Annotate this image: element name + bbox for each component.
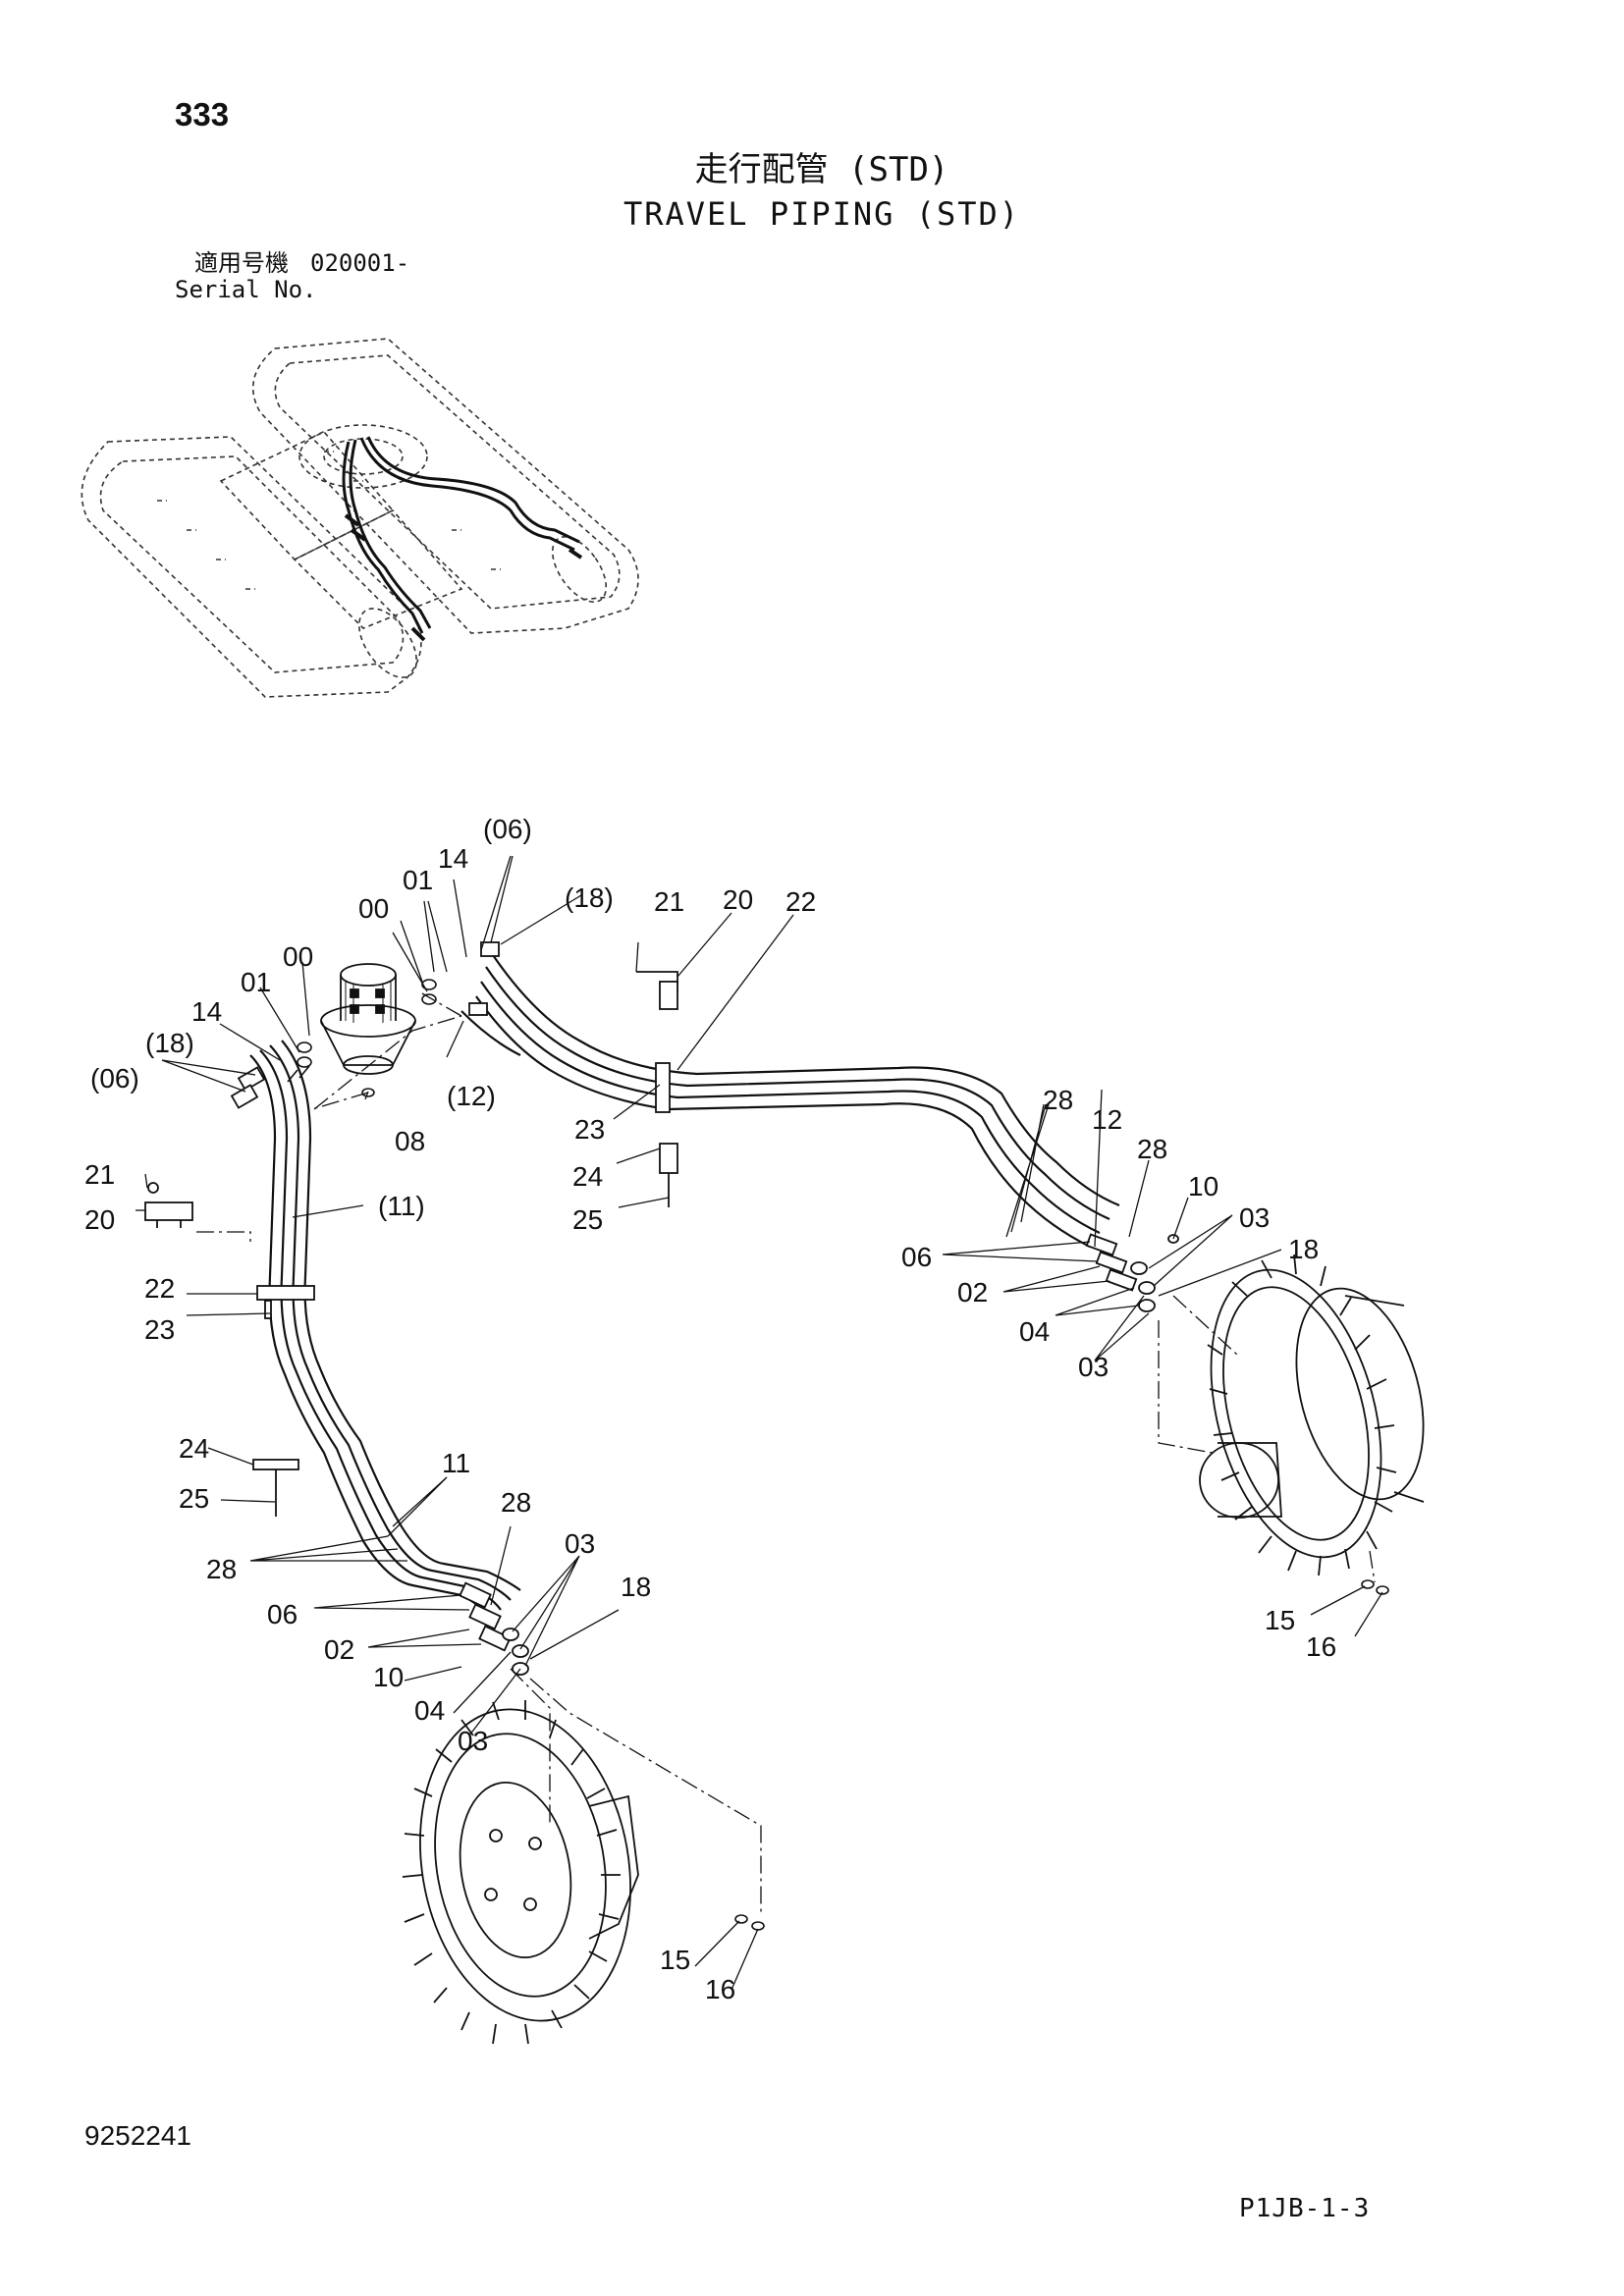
callout-label: 10 — [373, 1662, 404, 1692]
callout-label: 16 — [705, 1974, 735, 2004]
callout-label: 22 — [144, 1273, 175, 1304]
callout-label: 18 — [1288, 1234, 1319, 1264]
callout-label: 16 — [1306, 1631, 1336, 1662]
callout-label: 20 — [84, 1204, 115, 1235]
callout-label: 21 — [84, 1159, 115, 1190]
upper-hose-bundle — [460, 951, 1120, 1248]
joint-phantom-lines — [196, 992, 462, 1242]
callout-label: 03 — [1239, 1202, 1270, 1233]
center-joint-swivel-illustration — [320, 963, 416, 1075]
callout-label: 04 — [1019, 1316, 1050, 1347]
callout-label: 00 — [283, 941, 313, 972]
callout-label: 15 — [660, 1945, 690, 1975]
callout-label: 04 — [414, 1695, 445, 1726]
title-block: 走行配管 (STD) TRAVEL PIPING (STD) — [0, 147, 1624, 236]
callout-label: 06 — [267, 1599, 298, 1629]
callout-label: 02 — [957, 1277, 988, 1308]
upper-hose-fittings — [468, 941, 1179, 1312]
callout-label: 01 — [403, 865, 433, 895]
lower-motor-bolts — [734, 1914, 765, 1931]
left-hose-bundle — [249, 1040, 521, 1621]
overview-hose-routing — [342, 436, 583, 642]
callout-label: 18 — [621, 1572, 651, 1602]
title-japanese: 走行配管 (STD) — [694, 150, 949, 189]
travel-motor-sprocket-illustration — [402, 1700, 639, 2045]
callout-label: 28 — [1043, 1085, 1073, 1115]
serial-value: 020001- — [310, 249, 410, 277]
callout-label: 02 — [324, 1634, 354, 1665]
callout-label: 25 — [572, 1204, 603, 1235]
left-hose-clamp — [256, 1285, 315, 1319]
callout-label: 25 — [179, 1483, 209, 1514]
callout-label: 12 — [1092, 1104, 1122, 1135]
callout-label: 20 — [723, 884, 753, 915]
page-number: 333 — [175, 96, 230, 133]
callout-label: 00 — [358, 893, 389, 924]
callout-label: 14 — [191, 996, 222, 1027]
callout-label: (18) — [145, 1028, 194, 1058]
callout-label: 24 — [572, 1161, 603, 1192]
callout-label: 08 — [395, 1126, 425, 1156]
right-motor-bolts — [1361, 1579, 1389, 1595]
callout-label: 03 — [458, 1726, 488, 1756]
figure-code: P1JB-1-3 — [1239, 2194, 1371, 2223]
callout-label: (06) — [90, 1063, 139, 1094]
travel-motor-sprocket-illustration — [1199, 1254, 1425, 1576]
title-english: TRAVEL PIPING (STD) — [623, 195, 1021, 233]
callout-label: (11) — [378, 1191, 425, 1221]
callout-label: 11 — [442, 1448, 470, 1478]
callout-label: 06 — [901, 1242, 932, 1272]
callout-label: 14 — [438, 843, 468, 874]
callout-label: (06) — [483, 814, 532, 844]
serial-block: 適用号機 020001- Serial No. — [175, 250, 409, 303]
callout-label: 28 — [206, 1554, 237, 1584]
center-joint-fittings — [287, 979, 437, 1097]
left-hose-fittings — [230, 1066, 529, 1676]
callout-label: 15 — [1265, 1605, 1295, 1635]
serial-label-en: Serial No. — [175, 276, 317, 303]
callout-label: 21 — [654, 886, 684, 917]
undercarriage-overview-illustration — [81, 338, 639, 698]
callout-labels: (06) 14 01 (18) 00 00 01 14 (18) (06) (1… — [84, 814, 1336, 2004]
callout-label: 22 — [785, 886, 816, 917]
callout-label: 28 — [501, 1487, 531, 1518]
callout-label: 23 — [574, 1114, 605, 1145]
serial-label-jp: 適用号機 — [194, 249, 289, 277]
callout-label: 01 — [241, 967, 271, 997]
callout-label: 10 — [1188, 1171, 1218, 1201]
callout-label: 03 — [565, 1528, 595, 1559]
right-motor-phantom-lines — [1158, 1295, 1376, 1583]
upper-clamp-parts — [144, 971, 678, 1517]
callout-label: (18) — [565, 882, 614, 913]
lower-motor-phantom-lines — [510, 1668, 762, 1914]
document-number: 9252241 — [84, 2120, 192, 2151]
callout-label: 24 — [179, 1433, 209, 1464]
callout-label: (12) — [447, 1081, 496, 1111]
leader-lines — [135, 855, 1383, 1991]
callout-label: 23 — [144, 1314, 175, 1345]
callout-label: 28 — [1137, 1134, 1167, 1164]
callout-label: 03 — [1078, 1352, 1109, 1382]
